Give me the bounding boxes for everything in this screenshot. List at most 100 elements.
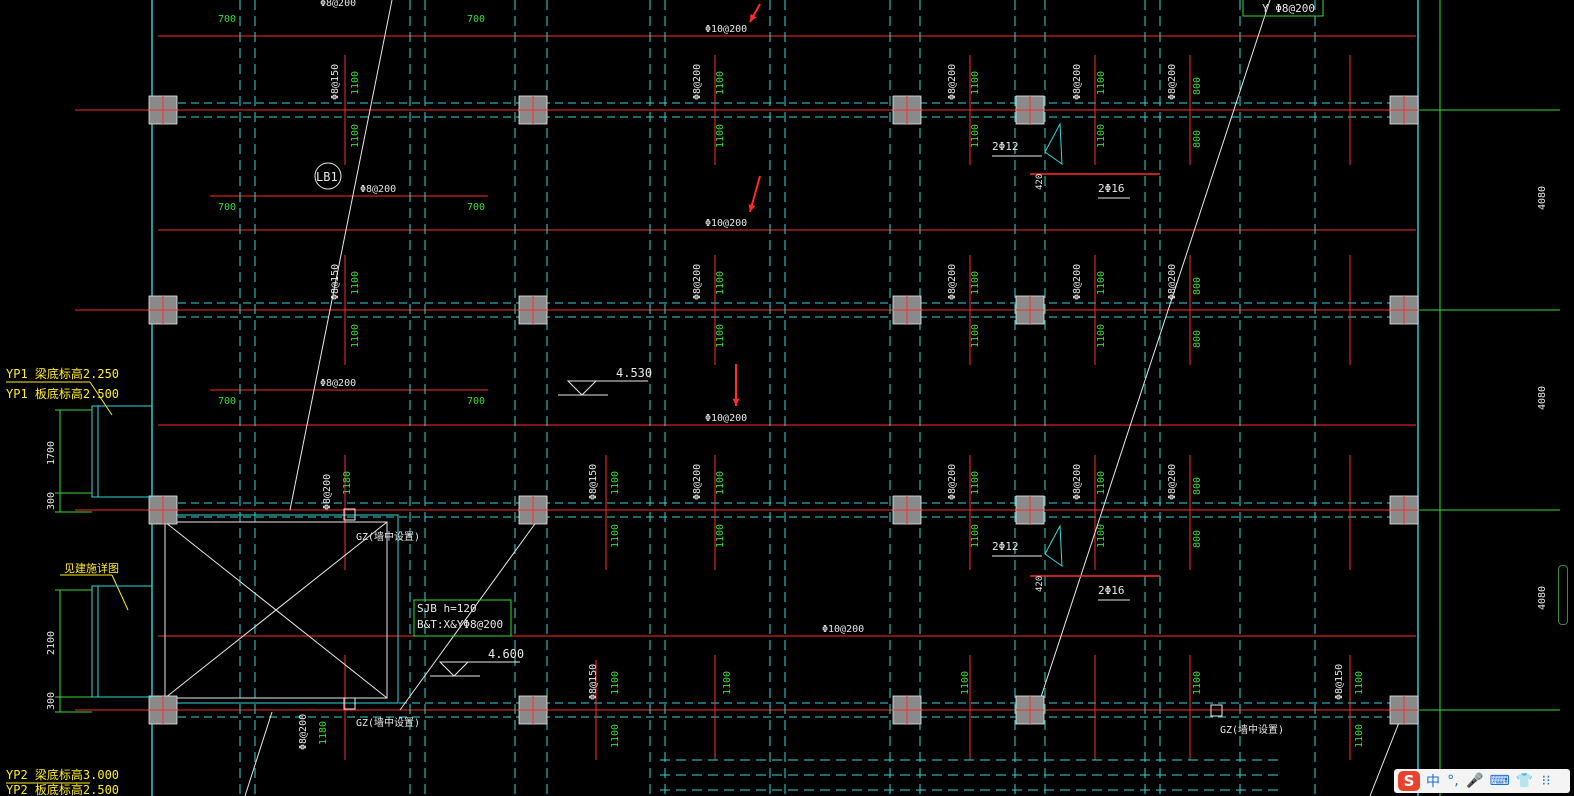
rebar-label: Φ8@150 (330, 64, 341, 100)
dimension-label: 1100 (350, 71, 361, 95)
dimension-label: 1100 (970, 124, 981, 148)
rebar-label: Φ8@200 (1072, 64, 1083, 100)
gz-label: GZ(墙中设置) (1220, 723, 1284, 736)
microphone-icon[interactable]: 🎤 (1466, 773, 1484, 789)
dimension-label: 800 (1192, 530, 1203, 548)
dimension-label: 1100 (1096, 524, 1107, 548)
rebar-label: Φ8@200 (320, 378, 356, 389)
gz-marker-icon (343, 508, 356, 521)
dimension-label: 1100 (715, 324, 726, 348)
dimension-label: 1100 (1096, 71, 1107, 95)
skin-icon[interactable]: 👕 (1515, 773, 1534, 789)
rebar-label: Φ8@150 (330, 264, 341, 300)
diagonal-line (244, 711, 273, 796)
dimension-label: 4080 (1537, 186, 1548, 210)
level-label: 4.530 (616, 366, 652, 380)
dimension-label: 4080 (1537, 386, 1548, 410)
yp2-note: YP2 板底标高2.500 (6, 782, 119, 796)
rebar-label: Φ8@200 (320, 0, 356, 9)
rebar-detail-label: 2Φ12 (992, 140, 1019, 153)
level-label: 4.600 (488, 647, 524, 661)
note-leader (111, 574, 129, 611)
dimension-label: 700 (467, 396, 485, 407)
dimension-label: 700 (467, 14, 485, 25)
rebar-detail-label: 2Φ12 (992, 540, 1019, 553)
dimension-label: 1100 (610, 671, 621, 695)
dimension-label: 1100 (715, 271, 726, 295)
dimension-label: 800 (1192, 477, 1203, 495)
dimension-label: 800 (1192, 277, 1203, 295)
section-detail (1044, 524, 1063, 568)
rebar-label: Φ8@150 (1334, 664, 1345, 700)
rebar-label: Φ8@200 (1072, 264, 1083, 300)
dimension-label: 1100 (610, 724, 621, 748)
top-right-label-box (1242, 0, 1324, 17)
dimension-label: 1700 (46, 441, 57, 465)
dimension-label: 1100 (970, 524, 981, 548)
dimension-label: 1100 (1096, 124, 1107, 148)
dimension-label: 1100 (350, 324, 361, 348)
sjb-note-line: B&T:X&YΦ8@200 (417, 618, 503, 631)
dimension-label: 1100 (610, 524, 621, 548)
gz-label: GZ(墙中设置) (356, 716, 420, 729)
dimension-label: 700 (218, 202, 236, 213)
rebar-label: Φ8@150 (588, 664, 599, 700)
rebar-label: Φ8@150 (588, 464, 599, 500)
annotations: 408040804080Φ10@200Φ10@200Φ10@200Φ10@200… (6, 0, 1548, 796)
dimension-label: 1100 (715, 71, 726, 95)
shaft-box (164, 521, 388, 699)
rebar-label: Φ8@200 (947, 264, 958, 300)
dimension-label: 1100 (715, 471, 726, 495)
dimension-label: 1100 (970, 271, 981, 295)
dimension-label: 1100 (970, 324, 981, 348)
rebar-label: Φ8@200 (1167, 64, 1178, 100)
ime-toolbar[interactable]: S 中 °, 🎤 ⌨ 👕 ⁝⁝ (1394, 769, 1570, 793)
rebar-label: Φ8@200 (947, 464, 958, 500)
rebar-label: Φ10@200 (822, 624, 864, 635)
vertical-scroll-thumb[interactable] (1558, 565, 1568, 625)
rebar-label: Φ10@200 (705, 24, 747, 35)
ime-mode-toggle[interactable]: 中 (1426, 774, 1440, 790)
diagonal-line (289, 0, 393, 511)
dimension-label: 700 (467, 202, 485, 213)
columns (148, 95, 1419, 725)
rebar-label: Φ8@200 (298, 714, 309, 750)
gz-marker-icon (1210, 704, 1223, 717)
top-right-label: Y Φ8@200 (1262, 2, 1315, 15)
ime-menu-icon[interactable]: ⁝⁝ (1541, 773, 1551, 789)
dimension-label: 420 (1035, 174, 1045, 190)
lb1-label: LB1 (316, 170, 338, 184)
dimension-label: 800 (1192, 77, 1203, 95)
yp1-note: YP1 板底标高2.500 (6, 386, 119, 401)
rebar-label: Φ8@200 (1167, 464, 1178, 500)
diagonal-line (1039, 0, 1271, 701)
dimension-label: 1100 (715, 124, 726, 148)
structural-grid (75, 0, 1560, 796)
dimension-label: 800 (1192, 330, 1203, 348)
dimension-label: 4080 (1537, 586, 1548, 610)
sjb-note-line: SJB h=120 (417, 602, 477, 615)
diagonal-line (399, 509, 546, 711)
keyboard-icon[interactable]: ⌨ (1489, 773, 1510, 789)
dimension-label: 1100 (715, 524, 726, 548)
lb1-tag-circle (314, 162, 342, 190)
dimension-label: 1100 (970, 71, 981, 95)
dimension-label: 2100 (46, 631, 57, 655)
diagonal-line (1369, 719, 1401, 796)
dimension-label: 300 (46, 492, 57, 510)
rebar-label: Φ10@200 (705, 218, 747, 229)
gz-label: GZ(墙中设置) (356, 530, 420, 543)
rebar-label: Φ8@200 (1167, 264, 1178, 300)
window-frame (91, 405, 153, 498)
ime-punct-toggle[interactable]: °, (1447, 773, 1459, 789)
red-arrow-icon (748, 204, 756, 212)
sjb-note-box (413, 599, 512, 637)
dimension-label: 1100 (1096, 324, 1107, 348)
yp2-note: YP2 梁底标高3.000 (6, 767, 119, 782)
rebar-label: Φ8@200 (692, 464, 703, 500)
rebar-label: Φ8@200 (1072, 464, 1083, 500)
sogou-logo-icon[interactable]: S (1398, 771, 1420, 791)
dimension-label: 1100 (350, 271, 361, 295)
level-marker-icon (566, 380, 598, 396)
